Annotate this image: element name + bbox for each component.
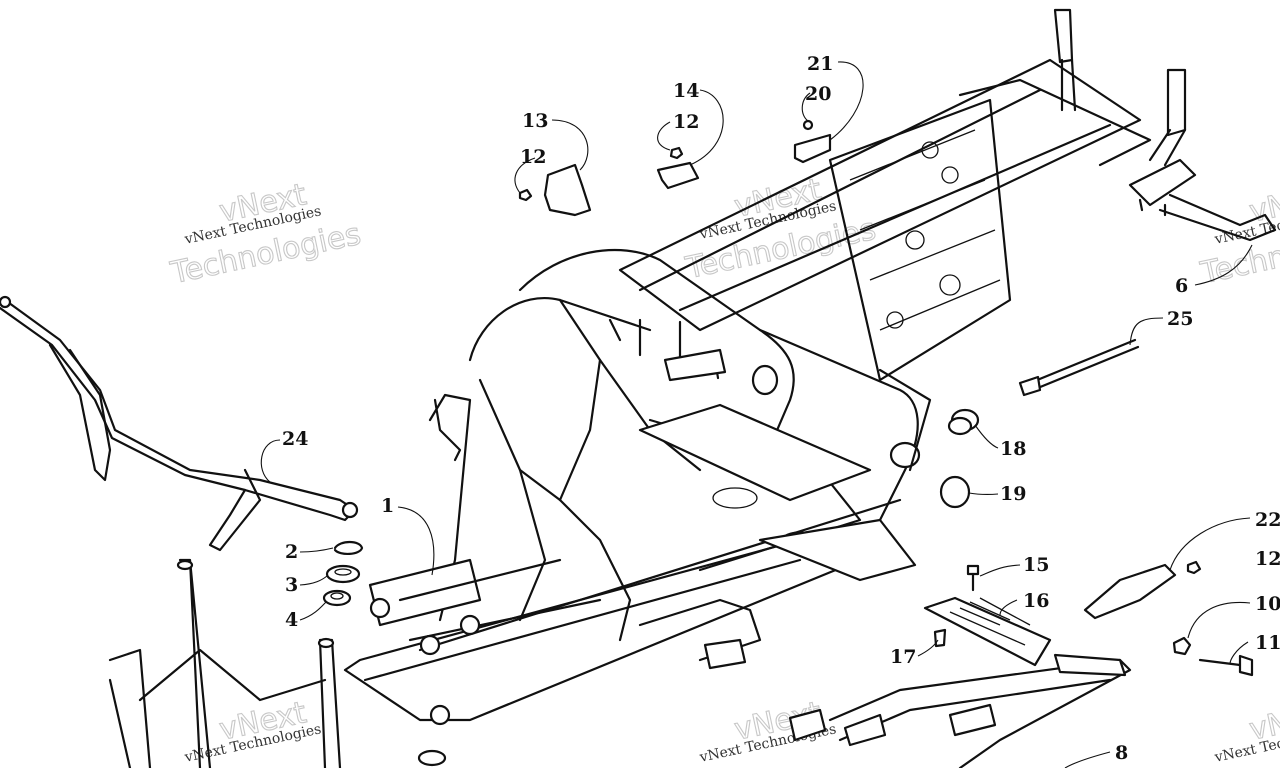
callout-18: 18 bbox=[1000, 438, 1026, 460]
part-13-bracket bbox=[543, 163, 592, 217]
part-10-nut bbox=[1172, 636, 1192, 656]
callout-21: 21 bbox=[807, 53, 833, 75]
callout-2: 2 bbox=[285, 541, 298, 563]
part-16-footpeg bbox=[923, 596, 1052, 667]
part-18-plug bbox=[947, 408, 980, 436]
part-12-nut bbox=[669, 146, 684, 160]
part-22-bracket bbox=[1083, 563, 1177, 620]
part-19-cap bbox=[939, 475, 971, 509]
part-12-nut bbox=[518, 188, 533, 202]
part-17-screw bbox=[933, 628, 947, 648]
part-14-bracket bbox=[656, 161, 700, 190]
leader-lines bbox=[260, 61, 1253, 768]
bottom-spacer bbox=[417, 749, 447, 767]
callout-8: 8 bbox=[1115, 742, 1128, 764]
part-6-bracket bbox=[1128, 158, 1277, 242]
part-11-bolt bbox=[1198, 654, 1254, 677]
part-8-footrest-frame bbox=[788, 653, 1132, 768]
callout-15: 15 bbox=[1023, 554, 1049, 576]
part-3-bearing bbox=[325, 564, 361, 584]
callout-25: 25 bbox=[1167, 308, 1193, 330]
main-frame bbox=[343, 8, 1187, 726]
callout-12c: 12 bbox=[1255, 548, 1280, 570]
callout-24: 24 bbox=[282, 428, 308, 450]
callout-12a: 12 bbox=[520, 146, 546, 168]
callout-22: 22 bbox=[1255, 509, 1280, 531]
callout-11: 11 bbox=[1255, 632, 1280, 654]
callout-1: 1 bbox=[381, 495, 394, 517]
part-25-strap bbox=[1018, 338, 1140, 397]
callout-13: 13 bbox=[522, 110, 548, 132]
callout-12b: 12 bbox=[673, 111, 699, 133]
callout-10: 10 bbox=[1255, 593, 1280, 615]
callout-19: 19 bbox=[1000, 483, 1026, 505]
part-15-bolt bbox=[966, 564, 980, 592]
part-20-screw bbox=[802, 119, 814, 131]
callout-labels: 1 2 3 4 6 8 10 11 12 12 12 13 14 15 16 1… bbox=[282, 53, 1280, 764]
part-2-snap-ring bbox=[333, 540, 364, 555]
callout-6: 6 bbox=[1175, 275, 1188, 297]
callout-4: 4 bbox=[285, 609, 298, 631]
callout-3: 3 bbox=[285, 574, 298, 596]
callout-17: 17 bbox=[890, 646, 916, 668]
part-24-front-bumper bbox=[0, 295, 359, 552]
callout-16: 16 bbox=[1023, 590, 1049, 612]
part-12-nut bbox=[1186, 560, 1202, 575]
part-21-bracket bbox=[793, 133, 832, 164]
front-lower-bumper bbox=[108, 558, 342, 768]
callout-20: 20 bbox=[805, 83, 831, 105]
part-4-spacer bbox=[322, 589, 352, 607]
callout-14: 14 bbox=[673, 80, 699, 102]
